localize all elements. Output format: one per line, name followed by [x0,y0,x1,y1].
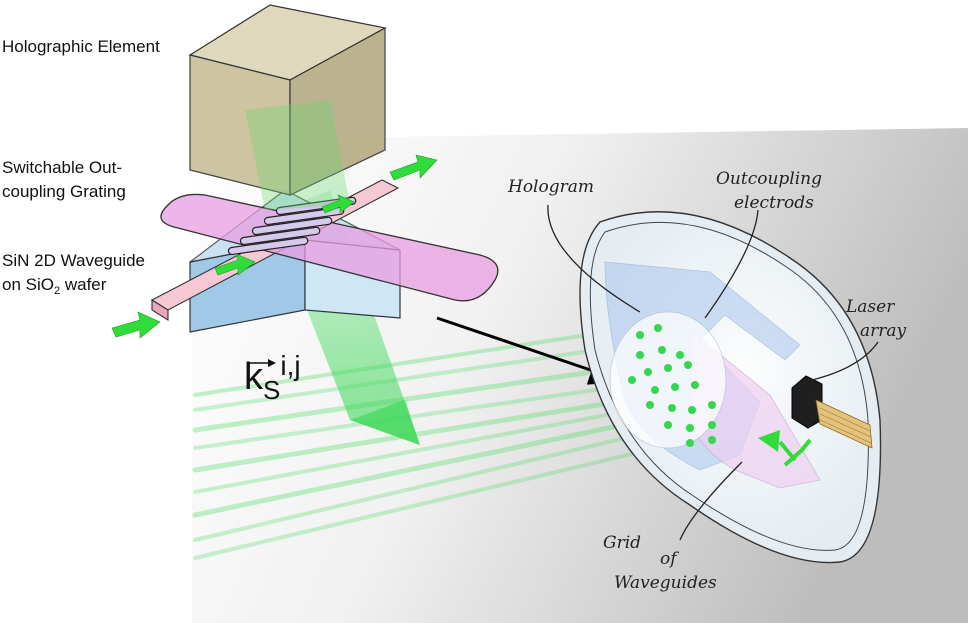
pointer-arrow [436,316,626,385]
waveguide-label-line1: SiN 2D Waveguide [2,251,145,270]
wavevector-symbol: k [244,356,263,398]
grid-light-points [628,324,716,447]
outcoupling-annotation-line1: Outcoupling [716,169,823,189]
grid-annotation-line1: Grid [603,533,642,553]
wavevector-label: kSi,j [244,350,301,405]
wavevector-subscript: S [263,375,281,405]
outcoupling-grating-label-line1: Switchable Out- [2,158,122,177]
outcoupling-grating-label-line2: coupling Grating [2,182,126,201]
light-arrows [111,154,438,339]
annotation-leaders [547,204,879,541]
lens [579,211,882,564]
light-beams [192,328,692,560]
grid-annotation-line3: Waveguides [614,573,717,593]
grid-annotation-line2: of [660,549,677,569]
holographic-element-box [188,4,387,210]
outcoupling-annotation-line2: electrods [734,193,814,213]
wavevector-superscript: i,j [280,350,301,381]
vector-arrow-icon [248,359,276,367]
laser-ribbon-cable [815,399,873,449]
waveguide-label-line2: on SiO2 wafer [2,275,107,297]
holographic-element-label: Holographic Element [2,37,160,56]
laser-annotation-line1: Laser [846,297,895,317]
hologram-annotation: Hologram [508,177,594,197]
laser-annotation-line2: array [860,321,907,341]
